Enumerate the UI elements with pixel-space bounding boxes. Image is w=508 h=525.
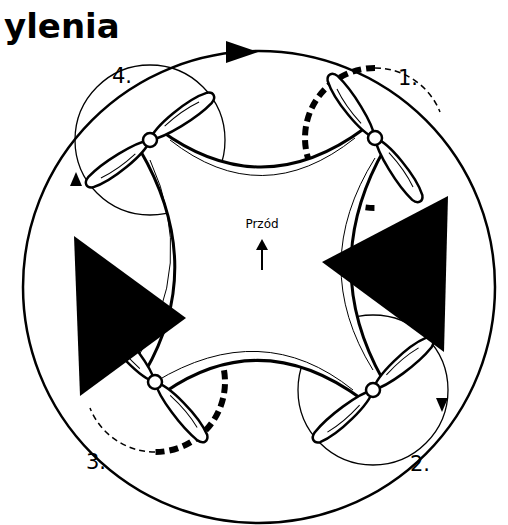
rotation-arrow xyxy=(226,41,258,63)
callout-number: 2. xyxy=(410,452,430,476)
big-arrowhead xyxy=(322,196,448,352)
big-arrowhead xyxy=(74,236,186,396)
propeller xyxy=(81,88,219,192)
motor-hub xyxy=(368,131,382,145)
propeller xyxy=(307,333,438,447)
rotation-circle xyxy=(23,51,495,523)
front-arrow-head xyxy=(256,239,268,250)
dashed-arc xyxy=(90,408,155,452)
callout-number: 1. xyxy=(398,66,418,90)
title: ylenia xyxy=(4,6,120,46)
ring-arrow xyxy=(436,398,448,412)
callout-number: 4. xyxy=(112,64,132,88)
motor-hub xyxy=(143,133,157,147)
callout-number: 3. xyxy=(86,450,106,474)
front-arrow xyxy=(261,248,263,270)
ring-arrow xyxy=(70,172,82,186)
front-label: Przód xyxy=(245,217,278,231)
motor-hub xyxy=(366,383,380,397)
motor-hub xyxy=(148,375,162,389)
